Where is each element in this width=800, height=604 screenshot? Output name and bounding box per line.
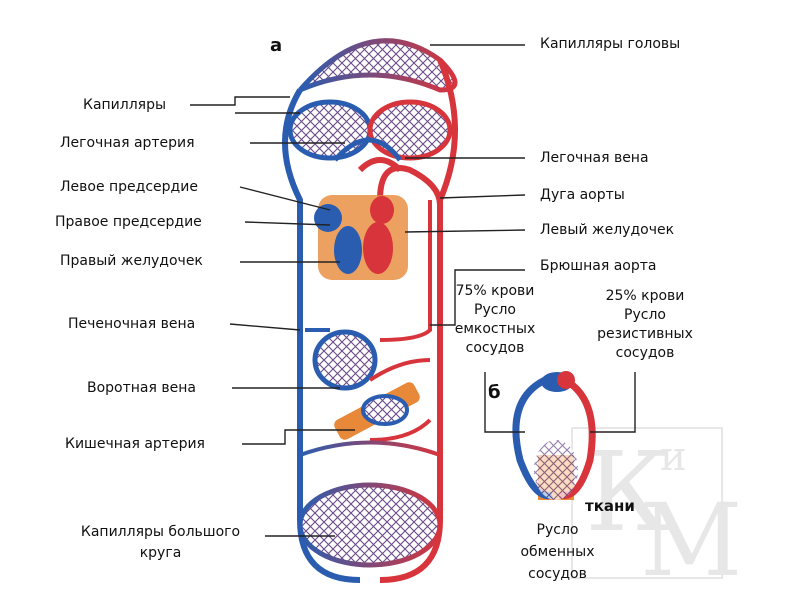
label-abdominal-aorta: Брюшная аорта [540, 258, 656, 275]
label-portal-vein: Воротная вена [87, 380, 196, 397]
panel-a-letter: а [270, 35, 282, 56]
panel-b-loop [516, 371, 592, 500]
label-hepatic-vein: Печеночная вена [68, 316, 195, 333]
svg-text:и: и [660, 434, 687, 480]
label-capillaries: Капилляры [83, 97, 166, 114]
left-atrium-shape [370, 196, 394, 224]
label-resistive-3: резистивных [580, 326, 710, 343]
right-ventricle-shape [334, 226, 362, 274]
label-systemic-capillaries-2: круга [58, 545, 263, 562]
label-systemic-capillaries-1: Капилляры большого [58, 524, 263, 541]
label-intestinal-artery: Кишечная артерия [65, 436, 205, 453]
heart [314, 195, 408, 280]
label-capacitive-2: Русло [440, 302, 550, 319]
label-exchange-2: обменных [500, 544, 615, 561]
label-head-capillaries: Капилляры головы [540, 36, 680, 53]
label-exchange-3: сосудов [500, 566, 615, 583]
label-capacitive-3: емкостных [440, 321, 550, 338]
head-capillaries [300, 41, 455, 90]
label-capacitive-1: 75% крови [440, 283, 550, 300]
liver-capillaries [315, 332, 430, 388]
lung-capillaries [290, 102, 450, 158]
label-left-ventricle: Левый желудочек [540, 222, 674, 239]
label-aortic-arch: Дуга аорты [540, 187, 625, 204]
label-left-atrium: Левое предсердие [60, 179, 198, 196]
systemic-capillaries [300, 443, 440, 566]
label-pulmonary-vein: Легочная вена [540, 150, 649, 167]
label-capacitive-4: сосудов [440, 340, 550, 357]
label-tissues: ткани [585, 498, 635, 515]
label-resistive-2: Русло [580, 307, 710, 324]
label-resistive-1: 25% крови [580, 288, 710, 305]
left-ventricle-shape [363, 222, 393, 274]
label-right-ventricle: Правый желудочек [60, 253, 203, 270]
right-atrium-shape [314, 204, 342, 232]
panel-b-letter: б [488, 382, 501, 403]
label-exchange-1: Русло [500, 522, 615, 539]
svg-text:М: М [640, 482, 742, 599]
label-pulmonary-artery: Легочная артерия [60, 135, 195, 152]
label-resistive-4: сосудов [580, 345, 710, 362]
label-right-atrium: Правое предсердие [55, 214, 202, 231]
